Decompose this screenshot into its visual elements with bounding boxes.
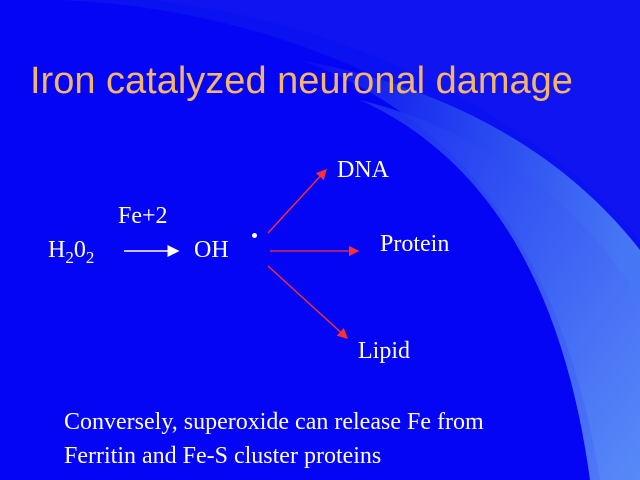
target-protein: Protein [380, 231, 450, 257]
note-text: Conversely, superoxide can release Fe fr… [64, 405, 484, 473]
note-line-2: Ferritin and Fe-S cluster proteins [64, 443, 382, 469]
product-label: OH [194, 237, 229, 263]
radical-dot [252, 233, 257, 238]
reactant-h2o2: H202 [48, 237, 95, 267]
slide-title: Iron catalyzed neuronal damage [30, 60, 573, 102]
target-lipid: Lipid [358, 338, 410, 364]
target-dna: DNA [337, 157, 389, 183]
arrow-to-dna [267, 169, 327, 234]
arrow-to-lipid [267, 265, 348, 339]
catalyst-label: Fe+2 [118, 203, 168, 229]
note-line-1: Conversely, superoxide can release Fe fr… [64, 409, 484, 435]
